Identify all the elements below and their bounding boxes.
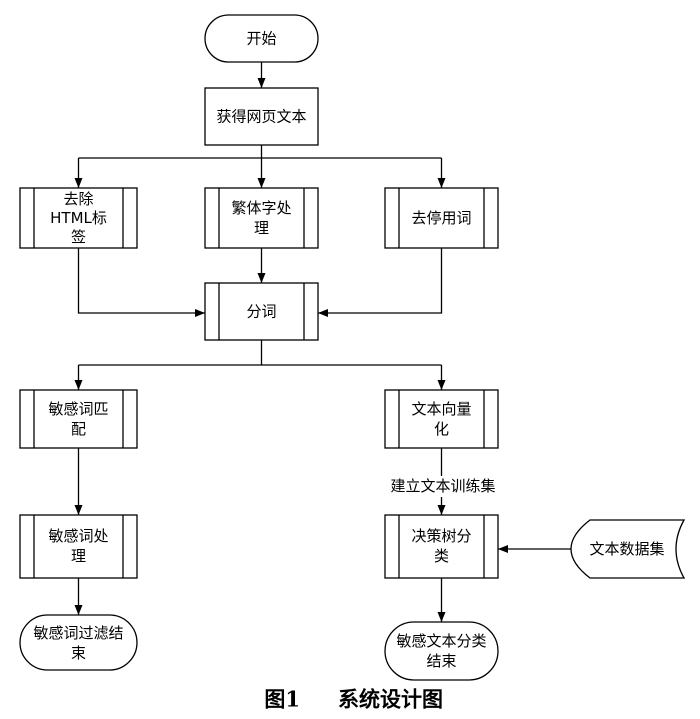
node-label-line: 决策树分 (411, 527, 471, 545)
node-segmentation: 分词 (204, 282, 319, 341)
node-label-line: 开始 (246, 30, 276, 48)
node-label-line: 化 (434, 420, 449, 438)
node-label-line: 理 (71, 547, 86, 565)
edge-label-build-training-set: 建立文本训练集 (390, 477, 495, 495)
node-label-line: 去停用词 (411, 209, 471, 227)
node-label-line: 繁体字处 (231, 199, 291, 217)
node-label-line: 敏感词过滤结 (33, 624, 123, 642)
predefined-process-shape (19, 514, 138, 579)
predefined-process-shape (384, 187, 499, 249)
node-label-line: 敏感词处 (48, 527, 108, 545)
node-filter-end: 敏感词过滤结 束 (19, 614, 138, 671)
process-shape (204, 87, 319, 146)
edge-remove-html-to-segmentation (77, 248, 205, 317)
node-fetch-page-text: 获得网页文本 (204, 87, 319, 146)
node-label-line: 敏感词匹 (48, 400, 108, 418)
predefined-process-shape (19, 187, 138, 249)
node-label-line: 文本数据集 (589, 540, 664, 558)
figure-title: 系统设计图 (338, 687, 443, 712)
terminal-shape (204, 14, 319, 63)
node-label-line: 签 (71, 228, 86, 246)
node-text-dataset: 文本数据集 (570, 519, 686, 579)
edges: 建立文本训练集 (74, 62, 571, 622)
terminal-shape (19, 614, 138, 671)
predefined-process-shape (204, 187, 319, 249)
node-label-line: 束 (71, 644, 86, 662)
node-label-line: HTML标 (50, 209, 107, 227)
node-label-line: 敏感文本分类 (396, 632, 486, 650)
node-sensitive-match: 敏感词匹 配 (19, 389, 138, 449)
node-remove-stopwords: 去停用词 (384, 187, 499, 249)
edge-stopwords-to-segmentation (318, 248, 443, 317)
node-remove-html-tags: 去除 HTML标 签 (19, 187, 138, 249)
stored-data-shape (570, 519, 686, 579)
node-label-line: 配 (71, 420, 86, 438)
node-text-vectorize: 文本向量 化 (384, 389, 499, 449)
predefined-process-shape (384, 389, 499, 449)
predefined-process-shape (384, 514, 499, 579)
node-label-line: 文本向量 (411, 400, 471, 418)
node-decision-tree: 决策树分 类 (384, 514, 499, 579)
node-classify-end: 敏感文本分类 结束 (384, 621, 499, 681)
terminal-shape (384, 621, 499, 681)
node-label-line: 类 (434, 547, 449, 565)
node-label-line: 获得网页文本 (216, 108, 306, 126)
node-label-line: 结束 (426, 652, 456, 670)
figure-number: 图1 (264, 687, 300, 712)
node-sensitive-handle: 敏感词处 理 (19, 514, 138, 579)
predefined-process-shape (204, 282, 319, 341)
predefined-process-shape (19, 389, 138, 449)
node-label-line: 理 (254, 219, 269, 237)
node-label-line: 去除 (63, 190, 93, 208)
node-start: 开始 (204, 14, 319, 63)
figure-caption: 图1 系统设计图 (264, 687, 443, 712)
node-label-line: 分词 (246, 303, 276, 321)
node-traditional-chars: 繁体字处 理 (204, 187, 319, 249)
